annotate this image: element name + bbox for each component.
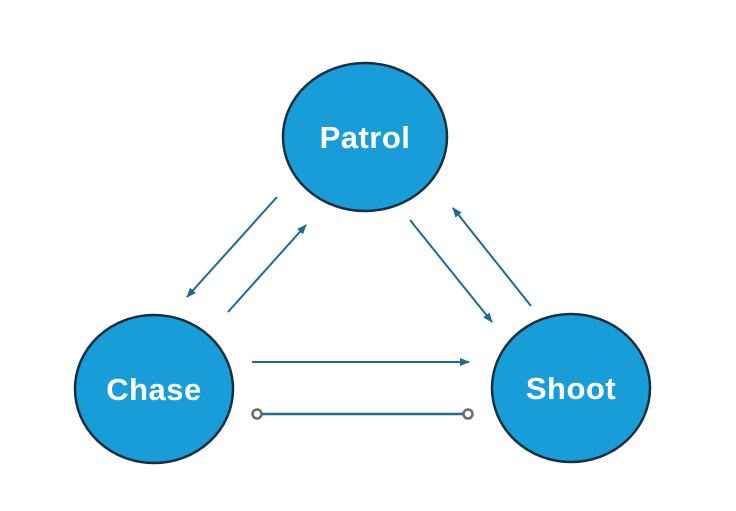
arrow-shoot-to-patrol <box>452 207 532 307</box>
shoot-label: Shoot <box>526 371 616 406</box>
connector-chase-shoot <box>251 408 474 420</box>
arrow-patrol-to-shoot <box>409 219 493 323</box>
transition-arrows <box>186 196 532 366</box>
node-shoot: Shoot <box>490 312 652 464</box>
patrol-circle <box>281 61 449 213</box>
node-chase: Chase <box>73 313 235 465</box>
connector-endpoint-left <box>251 408 263 420</box>
chase-label: Chase <box>106 372 202 407</box>
arrow-patrol-to-chase <box>186 196 278 298</box>
connector-endpoint-right <box>462 408 474 420</box>
shoot-circle <box>490 312 652 464</box>
arrow-chase-to-patrol <box>227 224 307 313</box>
chase-circle <box>73 313 235 465</box>
node-patrol: Patrol <box>281 61 449 213</box>
patrol-label: Patrol <box>320 120 411 155</box>
